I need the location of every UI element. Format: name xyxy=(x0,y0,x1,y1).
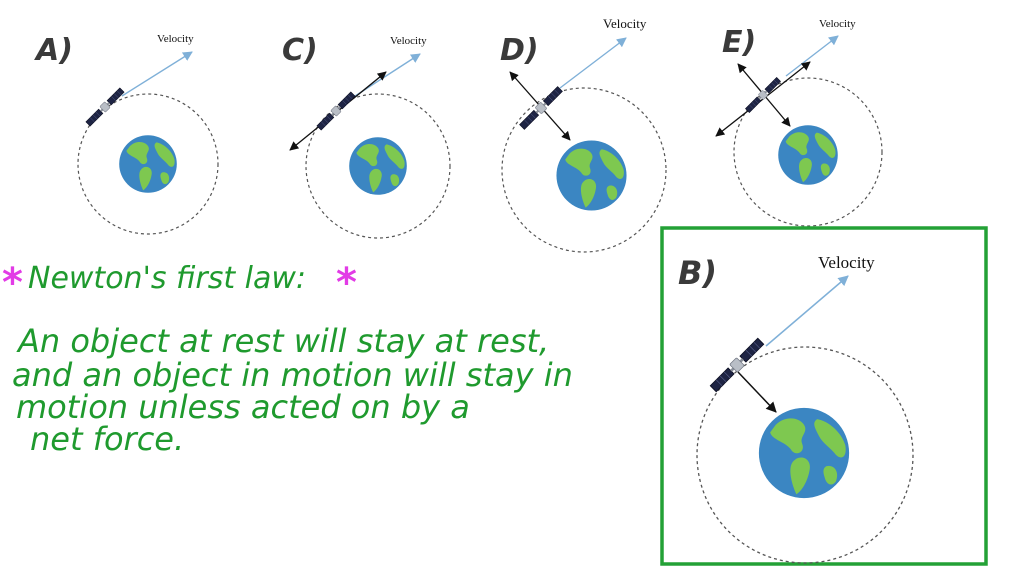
diagram-label: E) xyxy=(722,25,756,60)
velocity-label: Velocity xyxy=(390,35,427,47)
note-heading: Newton's first law: xyxy=(28,261,306,296)
diagram-label: D) xyxy=(500,33,539,68)
earth-icon xyxy=(349,137,407,195)
diagram-c: C) Velocity xyxy=(282,33,451,239)
diagram-b: B) Velocity xyxy=(660,226,988,566)
inward-force-arrow xyxy=(737,371,777,413)
velocity-label: Velocity xyxy=(157,33,194,45)
asterisk-left: * xyxy=(2,260,23,306)
diagram-label: B) xyxy=(678,254,717,292)
diagram-a: A) Velocity xyxy=(34,33,219,235)
orbit-path xyxy=(696,346,914,564)
newtons-first-law-note: * Newton's first law: * An object at res… xyxy=(2,260,573,458)
velocity-arrow xyxy=(765,275,849,347)
note-line-1: An object at rest will stay at rest, xyxy=(16,322,549,360)
orbit-path xyxy=(501,87,667,253)
highlight-box xyxy=(660,226,988,566)
satellite-icon xyxy=(744,76,782,114)
note-line-2: and an object in motion will stay in xyxy=(12,356,573,394)
velocity-label: Velocity xyxy=(819,18,856,30)
satellite-icon xyxy=(315,90,357,132)
earth-icon xyxy=(758,407,850,499)
earth-icon xyxy=(778,125,838,185)
diagram-label: A) xyxy=(34,33,73,68)
earth-icon xyxy=(119,135,177,193)
velocity-arrow xyxy=(559,37,627,89)
asterisk-right: * xyxy=(336,260,357,306)
earth-icon xyxy=(556,140,627,211)
velocity-label: Velocity xyxy=(603,16,647,31)
diagram-d: D) Velocity xyxy=(500,16,667,253)
velocity-label: Velocity xyxy=(818,253,875,272)
velocity-arrow xyxy=(121,51,193,97)
orbit-path xyxy=(77,93,219,235)
diagram-label: C) xyxy=(282,33,318,68)
satellite-icon xyxy=(84,86,126,128)
satellite-icon xyxy=(708,336,766,394)
velocity-arrow xyxy=(785,35,839,77)
satellite-icon xyxy=(518,85,564,131)
note-line-3: motion unless acted on by a xyxy=(16,388,470,426)
diagram-e: E) Velocity xyxy=(715,18,883,227)
note-line-4: net force. xyxy=(30,420,184,458)
